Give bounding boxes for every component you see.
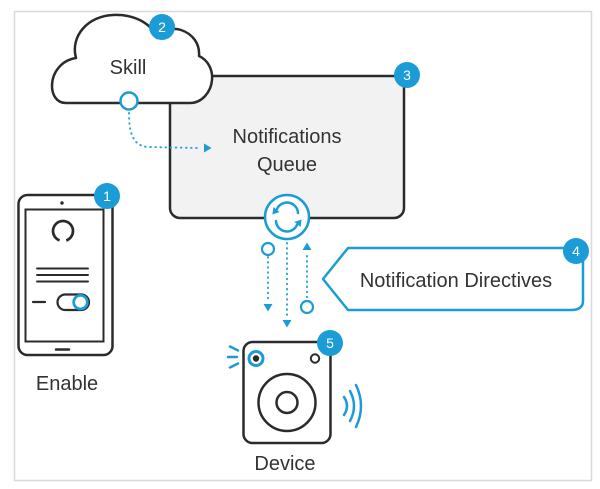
step-badge-5: 5 <box>317 330 343 356</box>
badge-5-number: 5 <box>326 335 334 351</box>
skill-label: Skill <box>110 57 147 79</box>
speaker-cone-inner <box>275 390 299 415</box>
toggle-on-icon <box>56 293 91 312</box>
badge-3-number: 3 <box>403 67 411 83</box>
device-label: Device <box>254 453 315 475</box>
badge-4-number: 4 <box>572 243 580 259</box>
flow-dot <box>260 241 276 257</box>
tweeter-dot <box>309 353 321 364</box>
alexa-logo-icon <box>51 219 75 243</box>
step-badge-4: 4 <box>563 238 589 264</box>
step-badge-1: 1 <box>94 183 120 209</box>
queue-label-line2: Queue <box>257 154 317 176</box>
notification-directives-banner: Notification Directives <box>321 246 585 312</box>
sync-icon <box>263 193 311 241</box>
step-badge-3: 3 <box>394 62 420 88</box>
badge-1-number: 1 <box>103 188 111 204</box>
badge-2-number: 2 <box>158 19 166 35</box>
enable-label: Enable <box>36 373 98 395</box>
text-lines-icon <box>36 267 89 283</box>
camera-dot <box>60 201 64 205</box>
indicator-dot <box>252 355 260 362</box>
queue-label-line1: Notifications <box>233 126 342 148</box>
flow-dot <box>299 299 315 315</box>
sound-waves-icon <box>342 383 363 429</box>
notifications-queue-box: Notifications Queue <box>168 74 406 220</box>
queue-to-device-arrows <box>260 241 315 328</box>
skill-to-queue-arrow <box>128 112 212 153</box>
blink-lines-icon <box>226 345 240 369</box>
speaker-icon <box>242 340 332 445</box>
step-badge-2: 2 <box>149 14 175 40</box>
cloud-connector-dot <box>119 91 139 111</box>
tablet-icon <box>17 193 114 357</box>
directives-label: Notification Directives <box>360 270 552 292</box>
